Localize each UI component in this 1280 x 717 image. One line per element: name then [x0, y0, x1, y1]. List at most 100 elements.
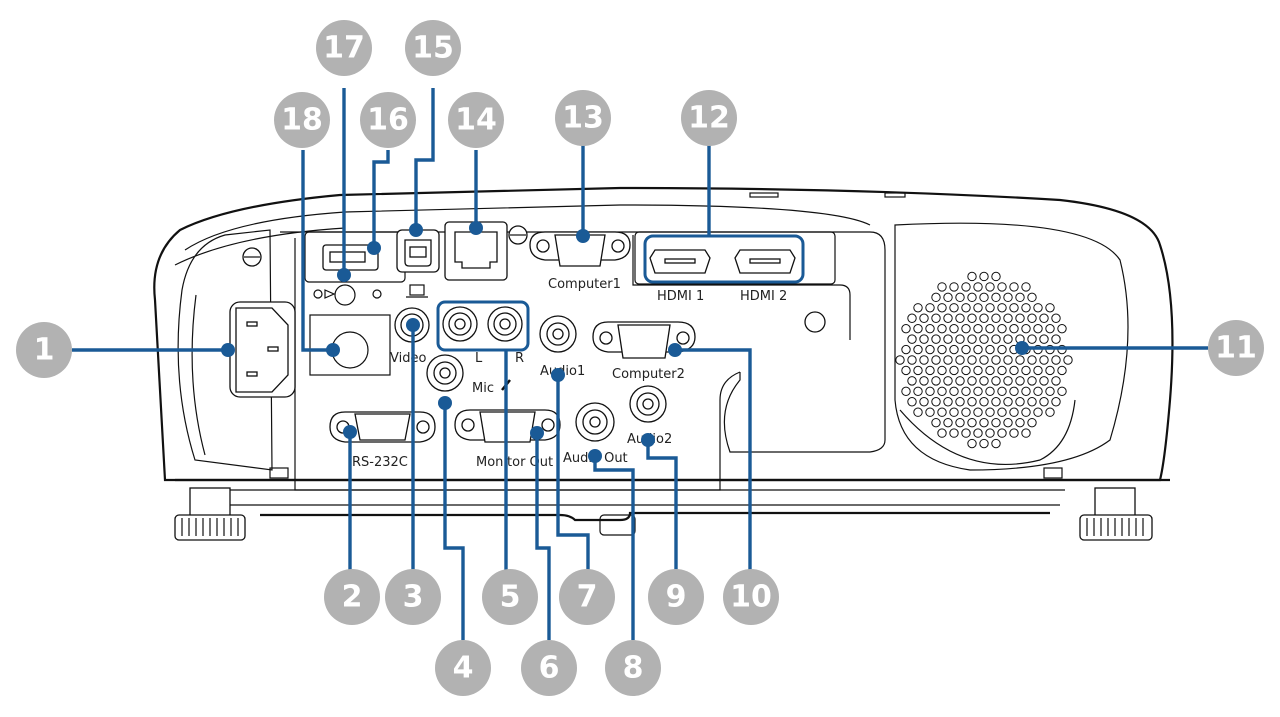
computer1-port: Computer1	[529, 231, 631, 292]
speaker-hole	[967, 417, 977, 428]
speaker-hole	[961, 323, 971, 334]
remote-receiver-front	[313, 284, 382, 306]
speaker-hole	[991, 271, 1001, 282]
speaker-hole	[919, 313, 929, 323]
speaker-arc	[899, 399, 1076, 466]
speaker-hole	[955, 376, 965, 386]
speaker-hole	[1027, 313, 1037, 323]
callout-number: 15	[412, 31, 454, 66]
speaker-hole	[973, 282, 983, 292]
speaker-hole	[955, 313, 965, 323]
speaker-hole	[943, 334, 953, 344]
speaker-hole	[985, 428, 995, 438]
speaker-hole	[1015, 292, 1025, 303]
speaker-hole	[1021, 365, 1031, 376]
speaker-hole	[985, 282, 995, 292]
speaker-hole	[901, 323, 911, 334]
speaker-hole	[943, 376, 953, 386]
speaker-hole	[919, 397, 929, 407]
speaker-hole	[967, 292, 977, 303]
speaker-hole	[973, 407, 983, 417]
speaker-hole	[943, 355, 953, 365]
callout-number: 1	[34, 333, 55, 368]
speaker-hole	[1009, 407, 1019, 417]
speaker-hole	[1033, 303, 1043, 313]
speaker-hole	[985, 386, 995, 397]
speaker-hole	[985, 407, 995, 417]
speaker-hole	[931, 376, 941, 386]
speaker-hole	[949, 365, 959, 376]
leader-endpoint-dots	[221, 221, 1029, 463]
speaker-hole	[913, 344, 923, 355]
speaker-hole	[955, 355, 965, 365]
speaker-hole	[997, 428, 1007, 438]
speaker-hole	[1015, 313, 1025, 323]
speaker-hole	[913, 365, 923, 376]
speaker-hole	[1051, 376, 1061, 386]
speaker-hole	[1033, 386, 1043, 397]
callout-number: 10	[730, 580, 772, 615]
speaker-hole	[931, 417, 941, 428]
callout-number: 14	[455, 103, 497, 138]
speaker-hole	[1027, 355, 1037, 365]
speaker-hole	[901, 386, 911, 397]
callout-number: 7	[577, 580, 598, 615]
speaker-hole	[991, 397, 1001, 407]
speaker-hole	[949, 303, 959, 313]
speaker-hole	[973, 386, 983, 397]
audio-lr-group-highlight	[436, 300, 530, 352]
speaker-hole	[979, 397, 989, 407]
callout-13: 13	[555, 90, 611, 146]
speaker-hole	[1039, 355, 1049, 365]
video-label: Video	[390, 351, 426, 366]
ac-power-inlet	[229, 301, 296, 398]
speaker-hole	[1051, 397, 1061, 407]
callout-number: 11	[1215, 331, 1257, 366]
callout-12: 12	[681, 90, 737, 146]
callout-10: 10	[723, 569, 779, 625]
speaker-hole	[955, 334, 965, 344]
speaker-hole	[997, 365, 1007, 376]
speaker-hole	[943, 417, 953, 428]
speaker-hole	[1045, 407, 1055, 417]
speaker-hole	[1033, 407, 1043, 417]
speaker-hole	[901, 365, 911, 376]
rs232c-label: RS-232C	[352, 455, 408, 470]
speaker-hole	[913, 323, 923, 334]
speaker-hole	[1027, 376, 1037, 386]
speaker-hole	[1027, 292, 1037, 303]
speaker-hole	[967, 438, 977, 449]
right-foot	[1079, 487, 1153, 541]
speaker-hole	[1051, 355, 1061, 365]
speaker-hole	[949, 386, 959, 397]
speaker-hole	[997, 386, 1007, 397]
speaker-hole	[1015, 355, 1025, 365]
speaker-hole	[955, 397, 965, 407]
callout-4: 4	[435, 640, 491, 696]
speaker-hole	[1027, 397, 1037, 407]
speaker-hole	[937, 428, 947, 438]
speaker-hole	[925, 386, 935, 397]
speaker-hole	[967, 334, 977, 344]
speaker-hole	[1045, 323, 1055, 334]
speaker-hole	[1033, 323, 1043, 334]
projector-body	[153, 186, 1174, 541]
callout-number: 9	[666, 580, 687, 615]
speaker-hole	[913, 407, 923, 417]
speaker-hole	[997, 282, 1007, 292]
speaker-hole	[919, 376, 929, 386]
speaker-hole	[919, 334, 929, 344]
audio1-port: Audio1	[539, 315, 585, 379]
callout-number: 16	[367, 103, 409, 138]
speaker-hole	[967, 397, 977, 407]
speaker-hole	[961, 303, 971, 313]
speaker-hole	[925, 365, 935, 376]
speaker-hole	[1003, 397, 1013, 407]
speaker-hole	[1021, 282, 1031, 292]
speaker-hole	[1021, 303, 1031, 313]
speaker-hole	[979, 292, 989, 303]
speaker-hole	[1003, 313, 1013, 323]
speaker-hole	[949, 323, 959, 334]
hdmi-group-highlight	[643, 234, 805, 284]
speaker-hole	[997, 323, 1007, 334]
